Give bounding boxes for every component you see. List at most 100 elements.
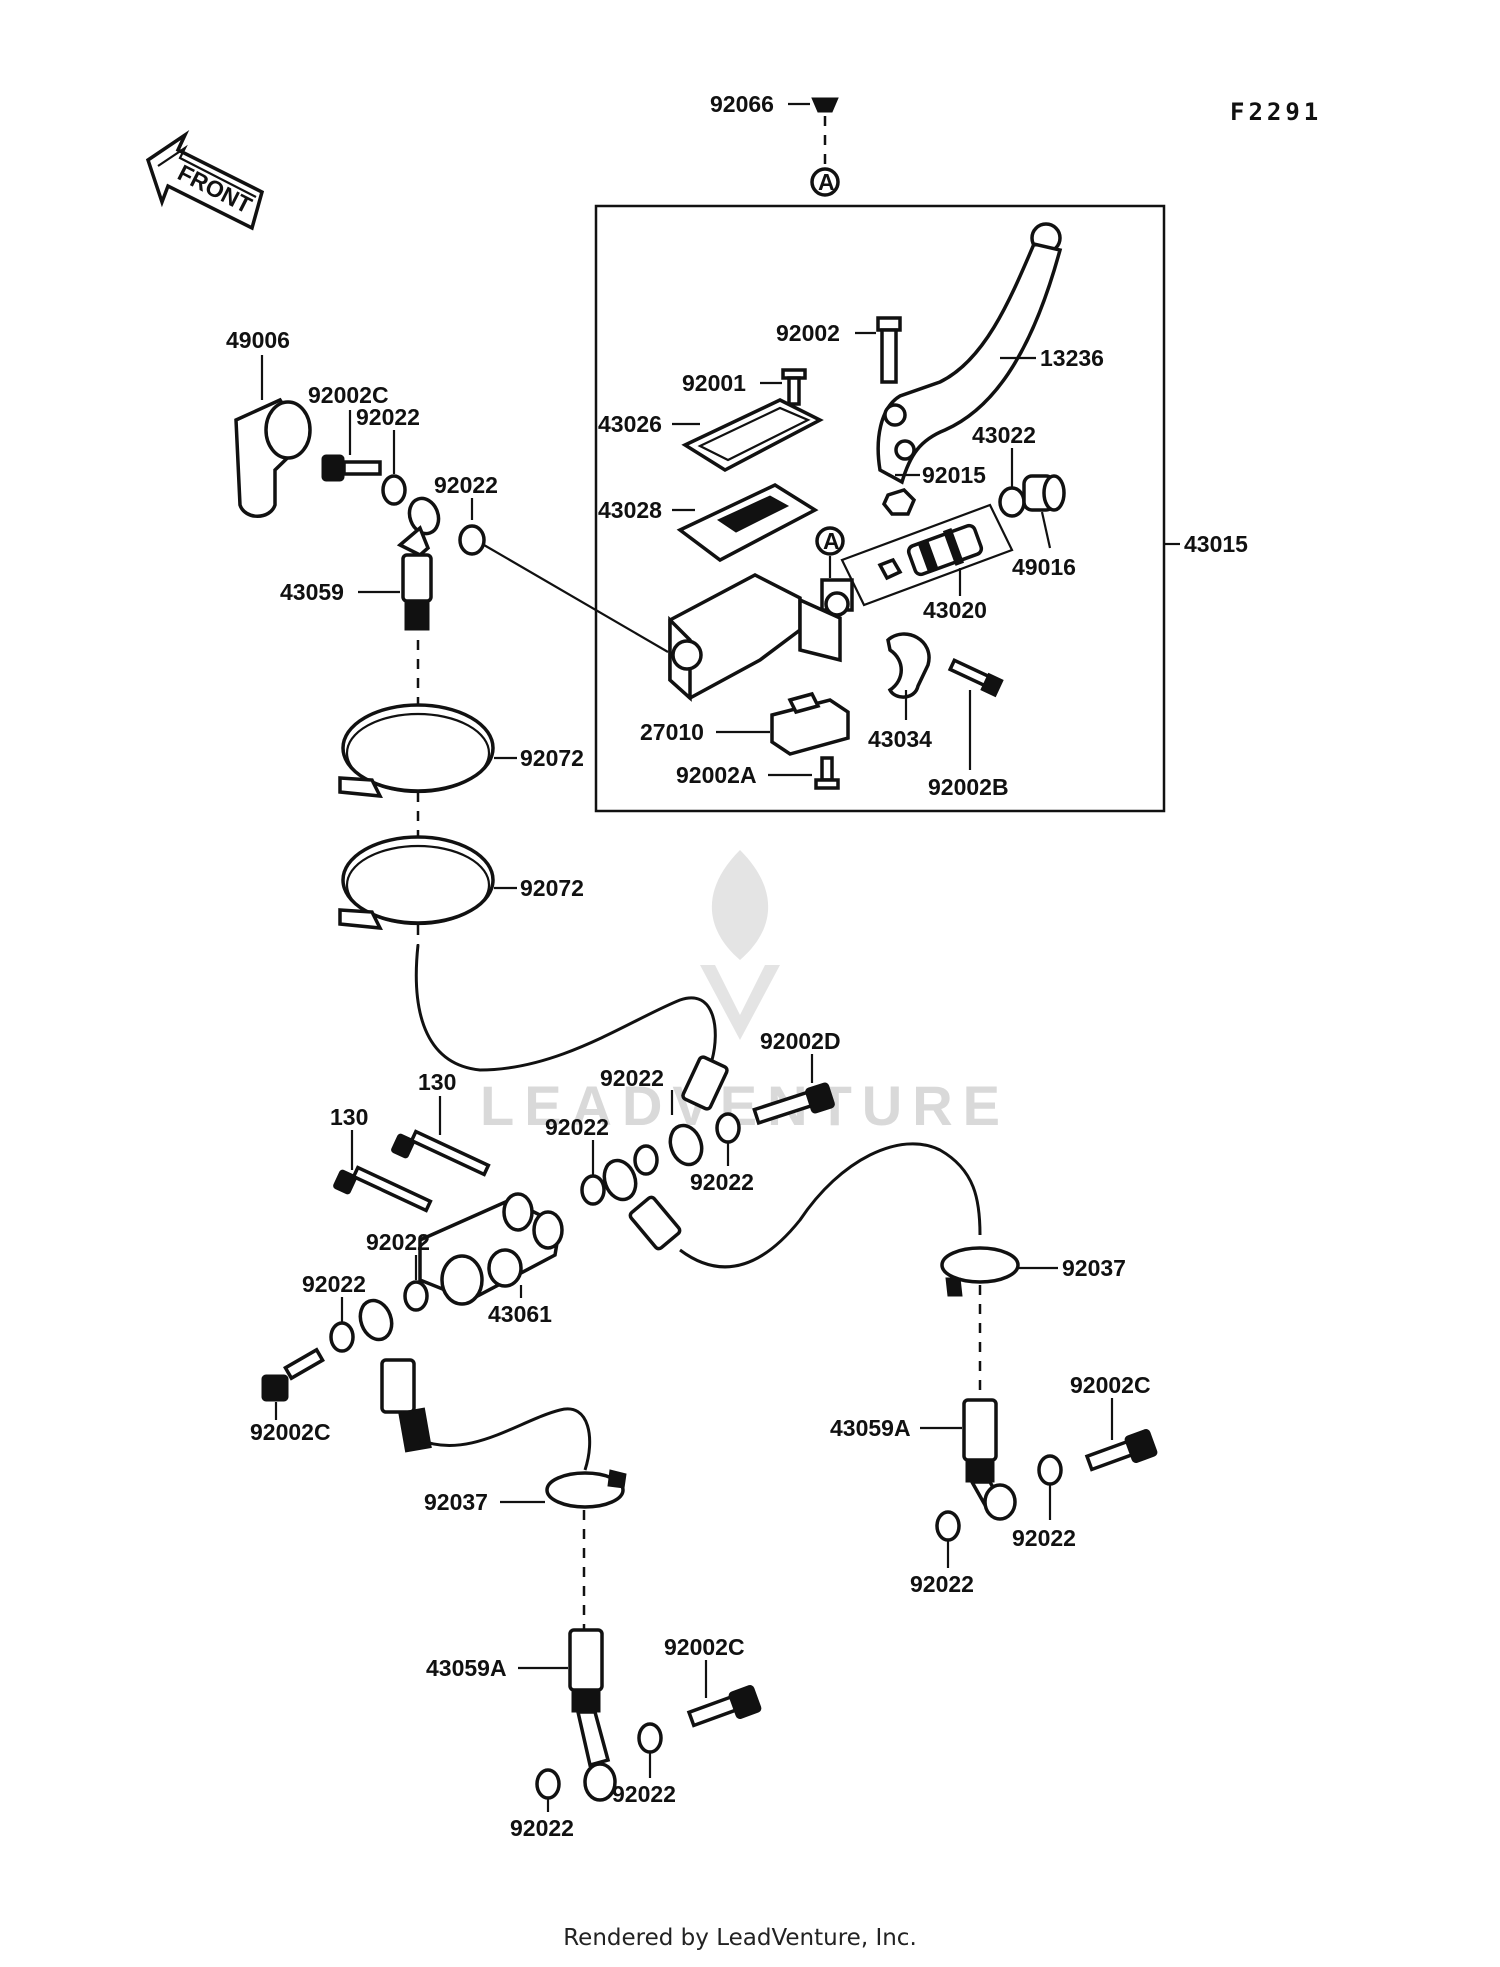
lever-pivot-bolt (876, 316, 902, 384)
hose-clamp-lower (338, 835, 495, 931)
callout-a-body (815, 526, 845, 556)
lever-pivot-nut (881, 488, 917, 516)
label-92002C-bottom: 92002C (664, 1634, 745, 1660)
label-92022-b: 92022 (434, 472, 498, 498)
label-92002C-mid: 92002C (250, 1419, 331, 1445)
banjo-bolt-top (321, 454, 382, 482)
brake-hose-splitter (418, 1192, 564, 1306)
label-92002B: 92002B (928, 774, 1009, 800)
cover-screw (781, 368, 807, 406)
piston-kit (840, 503, 1014, 607)
label-43015: 43015 (1184, 531, 1248, 557)
label-92022-c: 92022 (690, 1169, 754, 1195)
master-cylinder-body (668, 573, 854, 702)
washer-92022-k (535, 1768, 561, 1800)
label-92066: 92066 (710, 91, 774, 117)
washer-92022-j (637, 1722, 663, 1754)
bolt-130-lower (333, 1165, 433, 1213)
label-92022-a: 92022 (356, 404, 420, 430)
hose-fitting-center (668, 1055, 729, 1167)
label-92022-g: 92022 (302, 1271, 366, 1297)
brake-hose-upper-fitting (396, 496, 441, 631)
bolt-130-upper (391, 1129, 491, 1177)
label-92037-a: 92037 (424, 1489, 488, 1515)
upper-brake-hose (414, 944, 717, 1072)
brake-lever (876, 222, 1063, 485)
label-92015: 92015 (922, 462, 986, 488)
label-92022-h: 92022 (910, 1571, 974, 1597)
label-92022-j: 92022 (612, 1781, 676, 1807)
banjo-cover (234, 397, 312, 518)
washer-92022-d (633, 1144, 659, 1176)
label-130-b: 130 (330, 1104, 368, 1130)
brake-light-switch (770, 691, 850, 756)
reference-code: F2291 (1230, 98, 1322, 126)
banjo-bolt-bottom (686, 1685, 762, 1728)
reservoir-cap: A (788, 97, 840, 197)
label-43028: 43028 (598, 497, 662, 523)
label-43026: 43026 (598, 411, 662, 437)
label-92022-d: 92022 (600, 1065, 664, 1091)
label-43059: 43059 (280, 579, 344, 605)
washer-92022-c (715, 1112, 741, 1144)
piston-seal (998, 486, 1026, 518)
washer-92022-g (329, 1321, 355, 1353)
switch-screw (814, 756, 840, 790)
label-92072-b: 92072 (520, 875, 584, 901)
brake-hose-bottom-fitting (568, 1628, 617, 1802)
label-92002D: 92002D (760, 1028, 841, 1054)
banjo-bolt-92002D (752, 1082, 835, 1126)
label-43059A-right: 43059A (830, 1415, 911, 1441)
splitter-hose-fitting (602, 1158, 682, 1251)
label-43022: 43022 (972, 422, 1036, 448)
master-cylinder-assembly-box (594, 204, 1166, 813)
washer-92022-top (381, 474, 407, 506)
clamp-bolt (947, 658, 1004, 698)
dust-boot (1022, 474, 1066, 512)
label-92001: 92001 (682, 370, 746, 396)
label-92037-b: 92037 (1062, 1255, 1126, 1281)
label-43059A-bottom: 43059A (426, 1655, 507, 1681)
front-arrow-icon: FRONT (145, 130, 265, 231)
washer-92022-i (1037, 1454, 1063, 1486)
reservoir-diaphragm (676, 483, 819, 563)
watermark-flame-icon (711, 850, 769, 960)
label-92022-i: 92022 (1012, 1525, 1076, 1551)
label-92022-f: 92022 (366, 1229, 430, 1255)
label-43020: 43020 (923, 597, 987, 623)
label-49006: 49006 (226, 327, 290, 353)
washer-92022-h (935, 1510, 961, 1542)
label-92072-a: 92072 (520, 745, 584, 771)
watermark-v-icon (700, 965, 780, 1040)
washer-92022-upper-right (458, 524, 486, 556)
label-27010: 27010 (640, 719, 704, 745)
label-92022-e: 92022 (545, 1114, 609, 1140)
label-92002A: 92002A (676, 762, 757, 788)
left-brake-hose (419, 1407, 592, 1471)
right-brake-hose (679, 1142, 982, 1269)
footer-credit: Rendered by LeadVenture, Inc. (563, 1925, 917, 1951)
label-92002C-top: 92002C (308, 382, 389, 408)
reservoir-cover (681, 398, 824, 473)
handlebar-clamp (886, 632, 931, 699)
washer-92022-e (580, 1174, 606, 1206)
label-49016: 49016 (1012, 554, 1076, 580)
brake-hose-right-fitting (962, 1398, 1017, 1521)
label-92022-k: 92022 (510, 1815, 574, 1841)
banjo-bolt-mid-left (261, 1347, 325, 1402)
hose-clamp-92037-right (940, 1246, 1020, 1297)
callout-a-top: A (818, 169, 835, 195)
hose-clamp-upper (338, 703, 495, 799)
label-92002C-right: 92002C (1070, 1372, 1151, 1398)
callout-a-body-letter: A (823, 528, 840, 554)
label-43034: 43034 (868, 726, 932, 752)
banjo-bolt-right (1084, 1429, 1158, 1472)
label-130-a: 130 (418, 1069, 456, 1095)
label-43061: 43061 (488, 1301, 552, 1327)
washer-92022-f (403, 1280, 429, 1312)
brake-hose-left-fitting (358, 1298, 432, 1453)
label-13236: 13236 (1040, 345, 1104, 371)
hose-clamp-92037-left (545, 1469, 627, 1509)
